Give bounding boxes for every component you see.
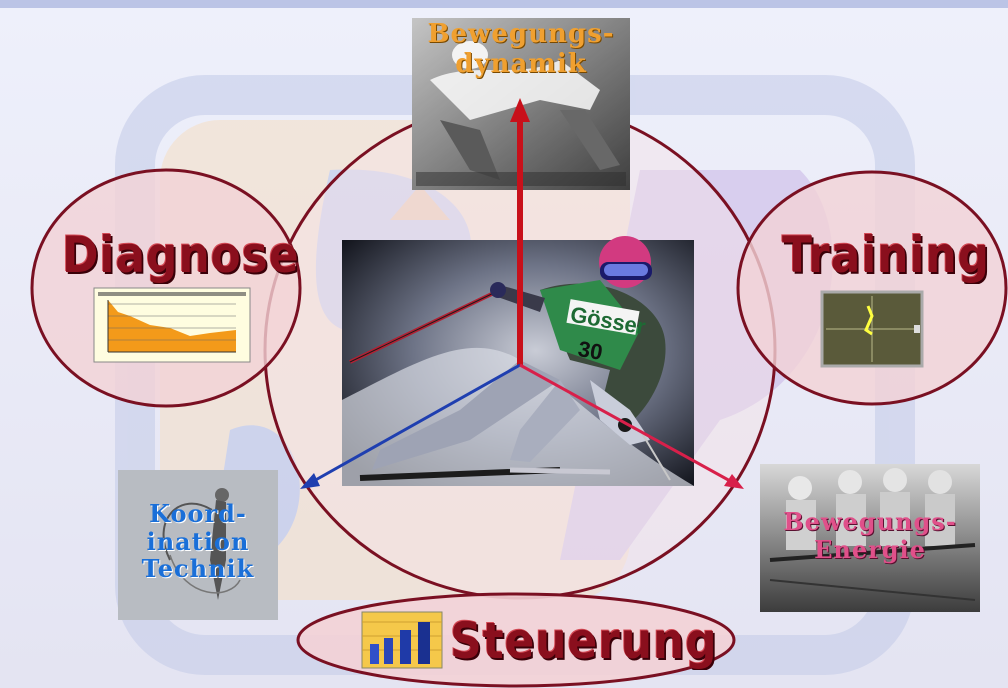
bewegungsenergie-label: Bewegungs- Energie [752, 508, 988, 563]
diagnose-chart-thumbnail [93, 287, 251, 363]
arrow-left [311, 363, 521, 484]
arrow-up-head [510, 98, 530, 122]
arrow-right-head [724, 474, 744, 489]
bewegungsdynamik-line1: Bewegungs- [427, 19, 615, 49]
bewegungsenergie-line2: Energie [814, 534, 926, 564]
top-border [0, 0, 1008, 8]
bib-number: 30 [576, 336, 605, 365]
training-title: Training [782, 226, 990, 284]
arrow-right [519, 363, 733, 484]
koordination-line3: Technik [141, 554, 255, 584]
energie-photo [760, 464, 980, 612]
bewegungsdynamik-line2: dynamik [455, 48, 587, 79]
bewegungsenergie-line1: Bewegungs- [783, 507, 957, 536]
steuerung-title: Steuerung [450, 612, 718, 670]
koordination-line2: ination [146, 526, 250, 556]
koordination-line1: Koord- [149, 499, 247, 528]
training-thumbnail [820, 290, 924, 368]
koordination-photo [118, 470, 278, 620]
arrows [300, 98, 744, 489]
koordination-label: Koord- ination Technik [118, 500, 278, 583]
bewegungsdynamik-label: Bewegungs- dynamik [412, 19, 630, 80]
diagnose-title: Diagnose [62, 226, 300, 284]
arrow-left-head [300, 473, 320, 489]
steuerung-bar-chart-icon [361, 611, 443, 669]
training-ellipse [736, 170, 1008, 406]
